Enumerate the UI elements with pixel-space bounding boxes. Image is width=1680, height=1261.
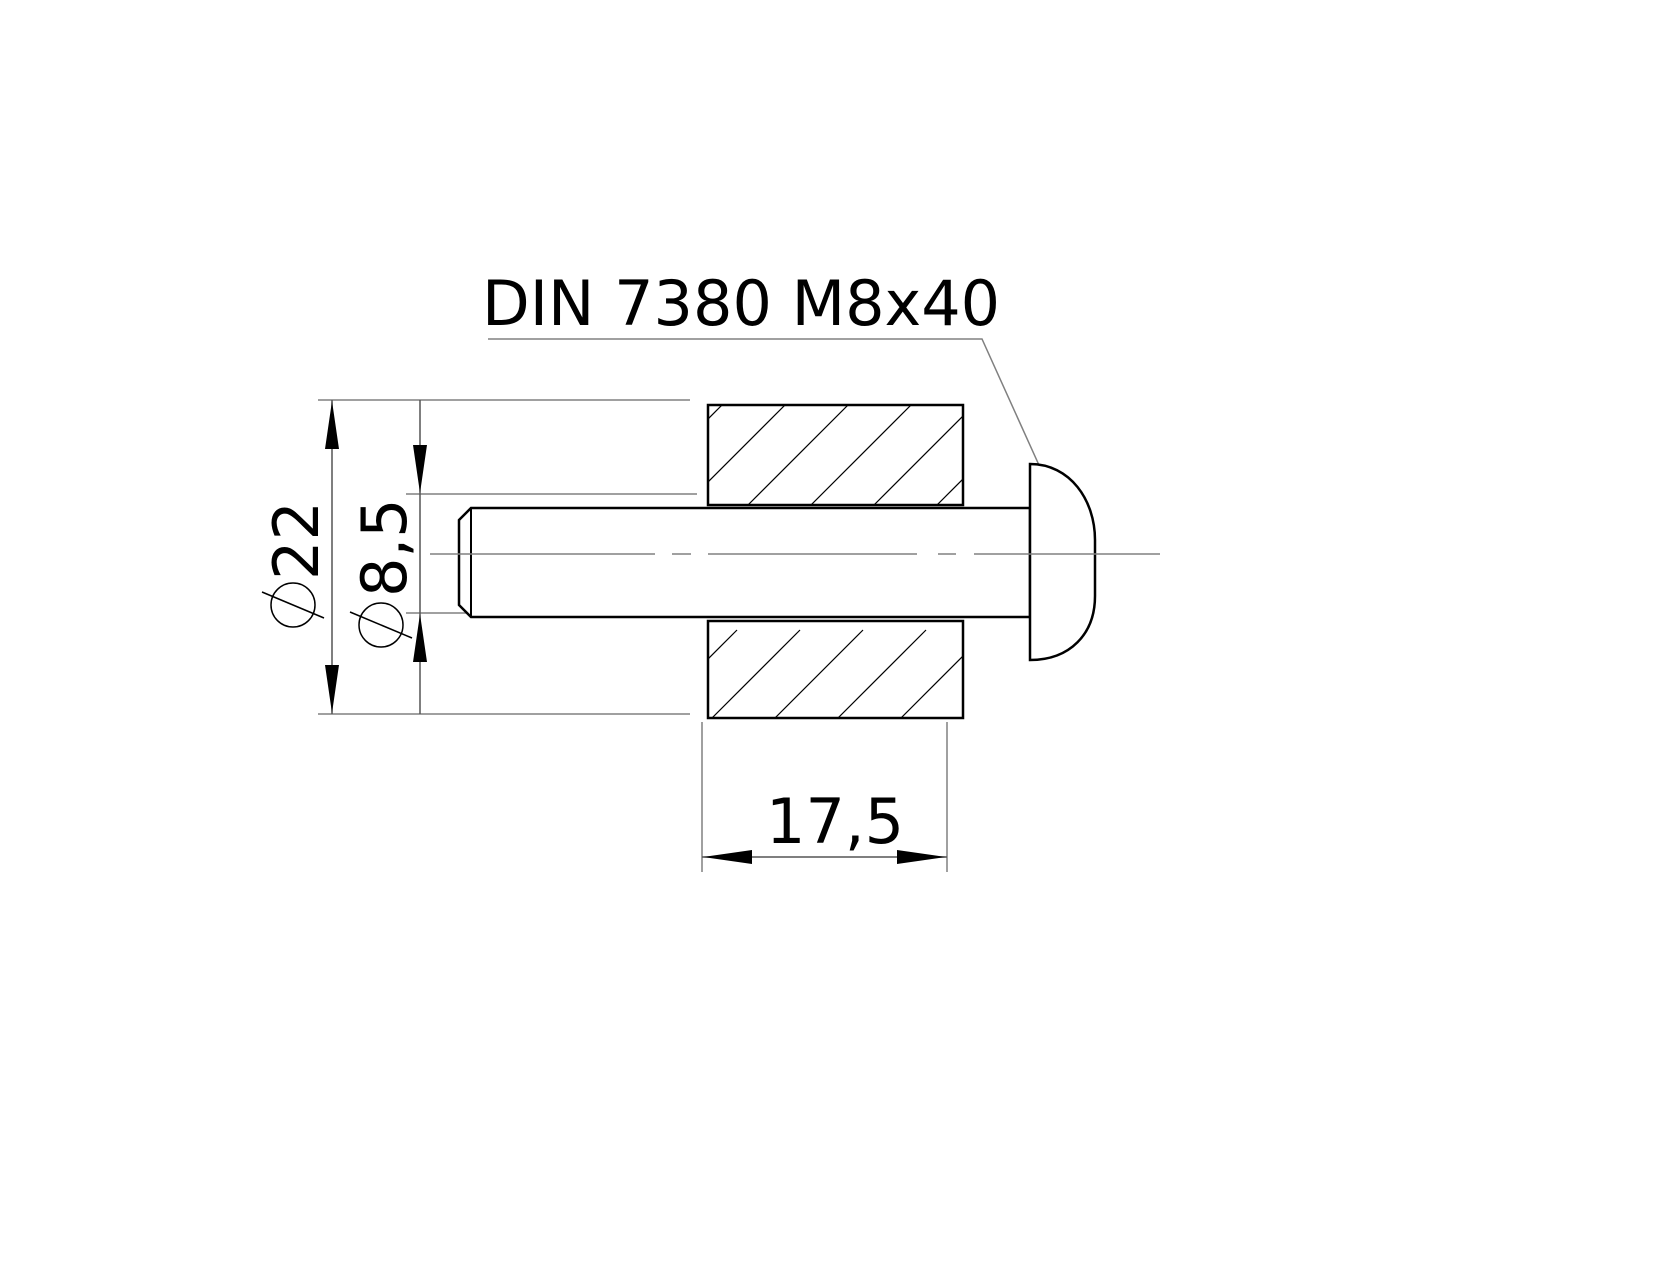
- bushing-section-top: [706, 403, 965, 507]
- bushing-section-bottom: [706, 619, 965, 720]
- dimension-bore-diameter: 8,5: [348, 400, 427, 714]
- diameter-symbol-icon: [261, 582, 325, 628]
- bolt-head: [1028, 462, 1097, 662]
- outer-diameter-value: 22: [260, 501, 333, 580]
- part-callout: DIN 7380 M8x40: [482, 267, 1050, 483]
- leader-line: [488, 338, 1044, 475]
- dimension-outer-diameter: 22: [260, 400, 339, 714]
- part-label: DIN 7380 M8x40: [482, 267, 1000, 340]
- bore-diameter-value: 8,5: [348, 498, 421, 597]
- diameter-symbol-icon: [349, 602, 413, 648]
- dimension-length: 17,5: [701, 722, 948, 872]
- bolt-shaft: [457, 506, 1032, 619]
- length-value: 17,5: [766, 785, 904, 858]
